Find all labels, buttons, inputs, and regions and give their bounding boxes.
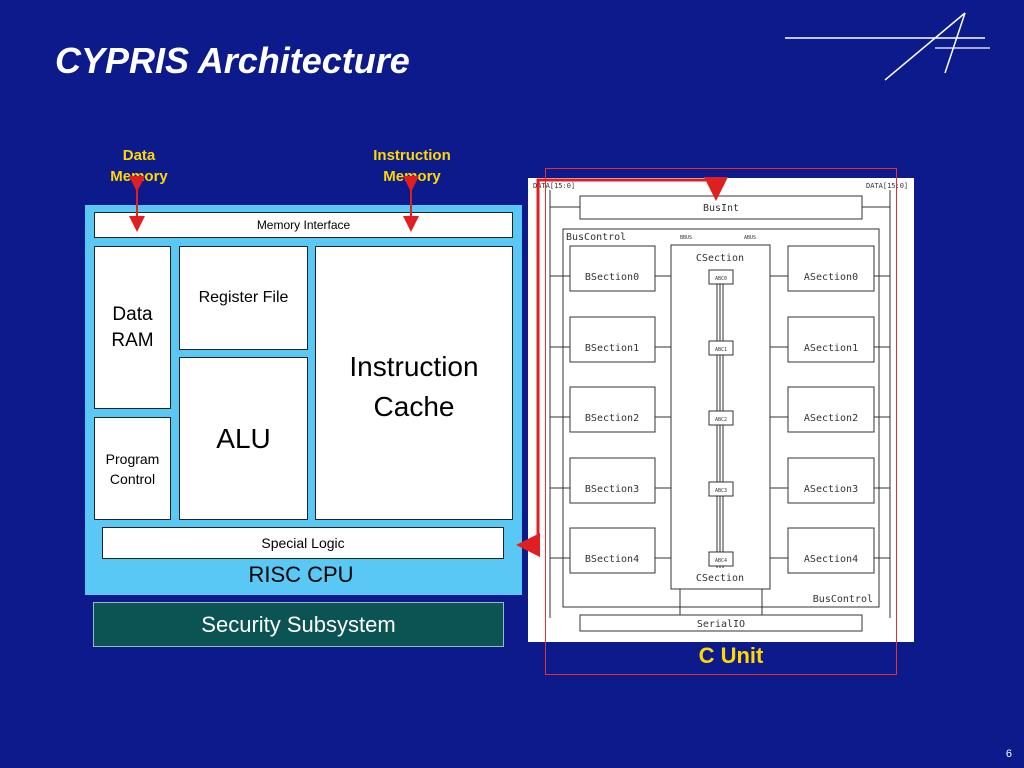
special-logic: Special Logic: [102, 527, 504, 559]
csection-top: CSection: [696, 253, 744, 264]
abus-label: ABUS: [744, 235, 756, 241]
alu: ALU: [179, 357, 308, 520]
slide-number: 6: [1005, 748, 1012, 760]
asection-2: ASection2: [804, 413, 858, 424]
register-file: Register File: [179, 246, 308, 350]
asection-3: ASection3: [804, 484, 858, 495]
bsection-2: BSection2: [585, 413, 639, 424]
bus-control-top: BusControl: [566, 232, 626, 243]
data-bus-right-label: DATA[15:0]: [866, 182, 908, 190]
data-ram: Data RAM: [94, 246, 171, 409]
section-row-0: BSection0 ASection0 ABC0: [550, 245, 890, 292]
c-unit-frame: [545, 168, 897, 675]
bus-control-bottom: BusControl: [813, 594, 873, 605]
bbus-label: BBUS: [680, 235, 692, 241]
abc-3: ABC3: [715, 488, 727, 494]
c-unit-diagram: DATA[15:0] DATA[15:0] BusInt BusControl …: [533, 182, 908, 632]
instruction-cache: Instruction Cache: [315, 246, 513, 520]
risc-cpu-label: RISC CPU: [248, 562, 354, 587]
section-row-2: BSection2 ASection2 ABC2: [550, 386, 890, 433]
c-unit-label: C Unit: [698, 643, 764, 668]
program-control: Program Control: [94, 417, 171, 520]
memory-interface: Memory Interface: [94, 212, 513, 238]
bsection-4: BSection4: [585, 554, 639, 565]
bsection-0: BSection0: [585, 272, 639, 283]
special-logic-to-c-unit-arrow: [516, 177, 728, 557]
abc-1: ABC1: [715, 347, 727, 353]
bsection-1: BSection1: [585, 343, 639, 354]
bus-int: BusInt: [703, 203, 739, 214]
asection-4: ASection4: [804, 554, 858, 565]
security-subsystem: Security Subsystem: [93, 602, 504, 647]
csection-bottom: CSection: [696, 573, 744, 584]
page-title: CYPRIS Architecture: [55, 40, 410, 81]
bsection-3: BSection3: [585, 484, 639, 495]
section-row-1: BSection1 ASection1 ABC1: [550, 316, 890, 363]
serial-io: SerialIO: [697, 619, 745, 630]
section-row-4: BSection4 ASection4 ABC4: [550, 527, 890, 574]
data-bus-left-label: DATA[15:0]: [533, 182, 575, 190]
section-row-3: BSection3 ASection3 ABC3: [550, 457, 890, 504]
abc-0: ABC0: [715, 276, 727, 282]
asection-1: ASection1: [804, 343, 858, 354]
company-logo: [785, 12, 990, 81]
abc-4: ABC4: [715, 558, 727, 564]
abc-2: ABC2: [715, 417, 727, 423]
asection-0: ASection0: [804, 272, 858, 283]
